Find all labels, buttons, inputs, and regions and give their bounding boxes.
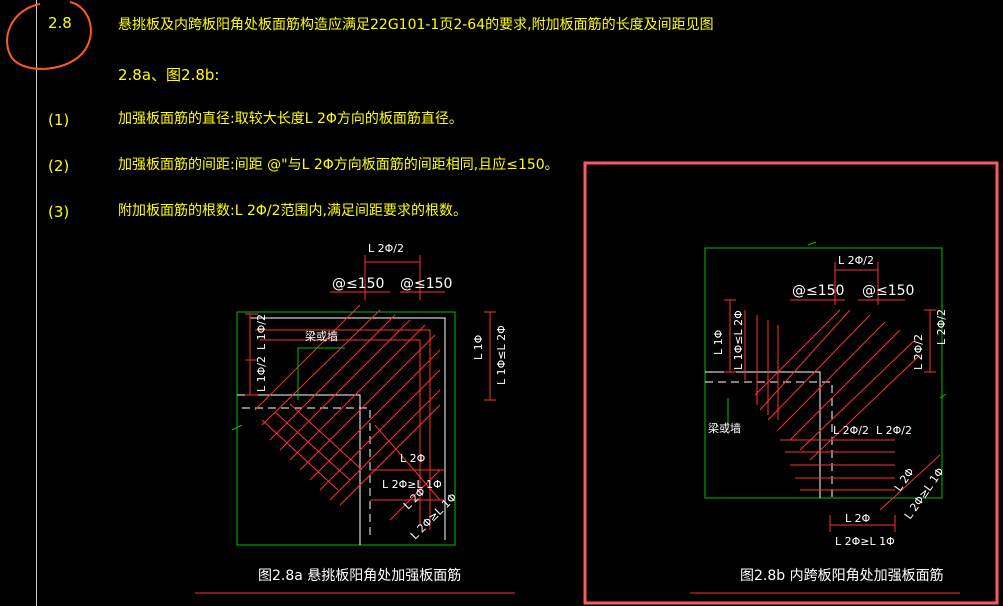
fig-a-spacing-left: @≤150 <box>332 276 384 292</box>
fig-b-spacing-left: @≤150 <box>792 283 844 299</box>
annotation-circle <box>6 1 92 70</box>
fig-b-bottom-l2: L 2Φ <box>845 512 871 525</box>
margin-line <box>36 0 37 606</box>
item-3-text: 附加板面筋的根数:L 2Φ/2范围内,满足间距要求的根数。 <box>118 203 467 219</box>
fig-a-right-dim-a: L 1Φ <box>472 334 485 360</box>
figure-a-labels: L 2Φ/2 @≤150 @≤150 L 1Φ/2 L 1Φ/2 L 1Φ L … <box>195 242 515 594</box>
fig-a-top-dim: L 2Φ/2 <box>368 242 404 255</box>
highlight-box <box>583 161 999 605</box>
fig-b-caption: 图2.8b 内跨板阳角处加强板面筋 <box>740 567 944 584</box>
fig-a-right-dim: L 1Φ≤L 2Φ <box>495 325 508 385</box>
fig-b-right-dim-b: L 2Φ/2 <box>935 309 948 345</box>
fig-b-mid-left: L 2Φ/2 <box>833 424 869 437</box>
section-number: 2.8 <box>48 14 72 32</box>
figure-b <box>704 241 947 532</box>
fig-b-right-dim-a: L 2Φ/2 <box>912 334 925 370</box>
fig-b-left-dim-a: L 1Φ <box>712 329 725 355</box>
fig-a-beam-wall: 梁或墙 <box>305 329 338 343</box>
fig-b-beam-wall: 梁或墙 <box>708 421 741 435</box>
fig-a-bottom-cond: L 2Φ≥L 1Φ <box>382 478 442 491</box>
fig-b-mid-right: L 2Φ/2 <box>876 424 912 437</box>
fig-a-caption: 图2.8a 悬挑板阳角处加强板面筋 <box>258 567 461 584</box>
item-1-number: (1) <box>48 111 70 129</box>
fig-b-bottom-cond: L 2Φ≥L 1Φ <box>835 535 895 548</box>
fig-a-left-dim-top: L 1Φ/2 <box>255 314 268 350</box>
item-1-text: 加强板面筋的直径:取较大长度L 2Φ方向的板面筋直径。 <box>118 111 463 127</box>
item-2-number: (2) <box>48 157 70 175</box>
fig-b-left-dim-b: L 1Φ≤L 2Φ <box>732 310 745 370</box>
fig-a-bottom-l2: L 2Φ <box>400 452 426 465</box>
fig-a-spacing-right: @≤150 <box>400 276 452 292</box>
figure-a <box>231 255 496 546</box>
section-title: 悬挑板及内跨板阳角处板面筋构造应满足22G101-1页2-64的要求,附加板面筋… <box>118 17 714 33</box>
fig-b-spacing-right: @≤150 <box>862 283 914 299</box>
item-3-number: (3) <box>48 203 70 221</box>
item-2-text: 加强板面筋的间距:间距 @"与L 2Φ方向板面筋的间距相同,且应≤150。 <box>118 157 559 173</box>
fig-b-top-dim: L 2Φ/2 <box>838 254 874 267</box>
section-subtitle: 2.8a、图2.8b: <box>118 66 220 84</box>
fig-a-left-dim-bottom: L 1Φ/2 <box>255 356 268 392</box>
